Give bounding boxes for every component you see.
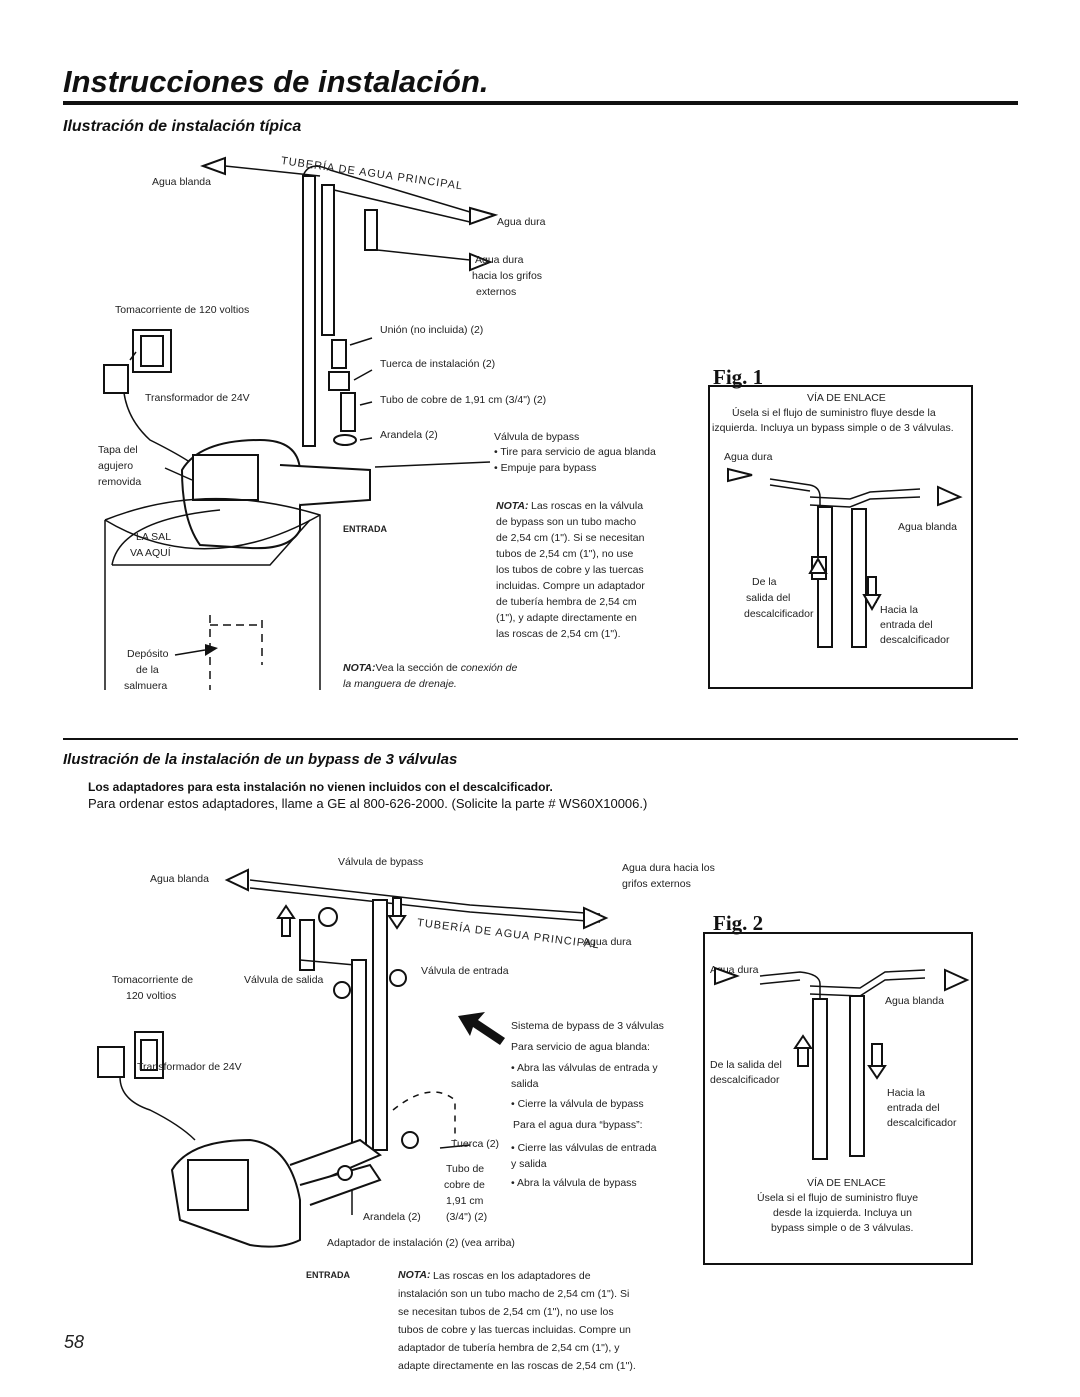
fig2-title: VÍA DE ENLACE [807, 1177, 886, 1189]
tube-label-4: (3/4") (2) [446, 1211, 488, 1223]
note3-label: NOTA: [398, 1269, 431, 1281]
system-label-2: Para servicio de agua blanda: [511, 1041, 650, 1053]
section-rule [63, 738, 1018, 740]
bypass-bullet-2: • Empuje para bypass [494, 462, 597, 474]
hard-taps-label-2a: Agua dura hacia los [622, 862, 715, 874]
fig2-box: Agua dura Agua blanda De la salida del d… [703, 932, 973, 1265]
fig2-desc-1: Úsela si el flujo de suministro fluye [757, 1192, 919, 1204]
fig2-desc-3: bypass simple o de 3 válvulas. [771, 1222, 914, 1234]
note1-label: NOTA: [496, 500, 529, 512]
tube-label-1: Tubo de [446, 1163, 485, 1175]
washer-label: Arandela (2) [380, 429, 438, 441]
brine-label-1: Depósito [127, 648, 169, 660]
section2-title: Ilustración de la instalación de un bypa… [63, 751, 458, 768]
brine-label-2: de la [136, 664, 159, 676]
bypass-valve-label: Válvula de bypass [494, 431, 580, 443]
system-bullet-3: • Cierre las válvulas de entrada y salid… [511, 1142, 657, 1170]
fig2-to-3: descalcificador [887, 1117, 957, 1129]
soft-water-label: Agua blanda [152, 176, 211, 188]
fig1-desc-1: Úsela si el flujo de suministro fluye de… [732, 407, 936, 419]
system-bullet-1: • Abra las válvulas de entrada y salida [511, 1062, 658, 1090]
salt-label-1: LA SAL [136, 531, 172, 543]
hard-water-label: Agua dura [497, 216, 546, 228]
page-number: 58 [64, 1332, 85, 1352]
fig2-from-1: De la salida del [710, 1059, 782, 1071]
system-bullet-4: • Abra la válvula de bypass [511, 1177, 637, 1189]
inlet-label-2: ENTRADA [306, 1270, 350, 1280]
note3-text: Las roscas en los adaptadores de instala… [398, 1270, 636, 1372]
fig2-from-2: descalcificador [710, 1074, 780, 1086]
inlet-label: ENTRADA [343, 524, 387, 534]
hard-water-label-2: Agua dura [583, 936, 632, 948]
note2-label: NOTA: [343, 662, 376, 674]
fig1-desc-2: izquierda. Incluya un bypass simple o de… [712, 422, 954, 434]
fig2-to-1: Hacia la [887, 1087, 925, 1099]
outlet-label: Tomacorriente de 120 voltios [115, 304, 250, 316]
page-title: Instrucciones de instalación. [63, 64, 489, 99]
fig1-from-3: descalcificador [744, 608, 814, 620]
fig1-from-2: salida del [746, 592, 791, 604]
note2: NOTA:Vea la sección de conexión de la ma… [343, 660, 603, 692]
typical-installation-illustration [103, 156, 499, 690]
tube-label-3: 1,91 cm [446, 1195, 484, 1207]
system-label-1: Sistema de bypass de 3 válvulas [511, 1020, 664, 1032]
nut-label: Tuerca de instalación (2) [380, 358, 496, 370]
fig1-hard-label: Agua dura [724, 451, 773, 463]
hole-cap-label-2: agujero [98, 460, 134, 472]
brine-label-3: salmuera [124, 680, 168, 692]
fig1-diagram [727, 467, 963, 648]
bypass-header: Para el agua dura “bypass”: [513, 1119, 643, 1131]
fig2-desc-2: desde la izquierda. Incluya un [773, 1207, 912, 1219]
union-label: Unión (no incluida) (2) [380, 324, 484, 336]
hard-water-taps-label-1: Agua dura [475, 254, 524, 266]
bypass-valve-label-2: Válvula de bypass [338, 856, 424, 868]
system-bullet-2: • Cierre la válvula de bypass [511, 1098, 644, 1110]
outlet-label-2b: 120 voltios [126, 990, 177, 1002]
outlet-label-2a: Tomacorriente de [112, 974, 194, 986]
copper-tube-label: Tubo de cobre de 1,91 cm (3/4") (2) [380, 394, 547, 406]
fig1-box: VÍA DE ENLACE Úsela si el flujo de sumin… [708, 385, 973, 689]
section1-title: Ilustración de instalación típica [63, 118, 302, 135]
note2-text-b: conexión de [460, 662, 518, 674]
fig2-soft-label: Agua blanda [885, 995, 944, 1007]
hole-cap-label-3: removida [98, 476, 142, 488]
adapter-label: Adaptador de instalación (2) (vea arriba… [327, 1237, 515, 1249]
nut-label-2: Tuerca (2) [451, 1138, 500, 1150]
fig2-to-2: entrada del [887, 1102, 940, 1114]
order-info: Para ordenar estos adaptadores, llame a … [88, 796, 648, 811]
transformer-label-2: Transformador de 24V [137, 1061, 242, 1073]
note1-text: Las roscas en la válvula de bypass son u… [496, 500, 645, 640]
fig1-title: VÍA DE ENLACE [807, 392, 886, 404]
fig1-soft-label: Agua blanda [898, 521, 957, 533]
tube-label-2: cobre de [444, 1179, 485, 1191]
bypass-bullet-1: • Tire para servicio de agua blanda [494, 446, 656, 458]
soft-water-label-2: Agua blanda [150, 873, 209, 885]
outlet-valve-label: Válvula de salida [244, 974, 324, 986]
hard-taps-label-2b: grifos externos [622, 878, 691, 890]
fig1-to-3: descalcificador [880, 634, 950, 646]
adapters-notice: Los adaptadores para esta instalación no… [88, 780, 553, 794]
transformer-label: Transformador de 24V [145, 392, 250, 404]
fig2-diagram [714, 966, 970, 1160]
fig1-to-2: entrada del [880, 619, 933, 631]
note2-text-a: Vea la sección de [375, 662, 461, 674]
inlet-valve-label: Válvula de entrada [421, 965, 509, 977]
hard-water-taps-label-3: externos [476, 286, 517, 298]
note2-text-c: la manguera de drenaje. [343, 678, 457, 690]
salt-label-2: VA AQUÍ [130, 547, 171, 559]
header-rule [63, 101, 1018, 105]
fig2-label: Fig. 2 [713, 911, 764, 935]
fig1-from-1: De la [752, 576, 777, 588]
fig1-to-1: Hacia la [880, 604, 918, 616]
hole-cap-label-1: Tapa del [98, 444, 138, 456]
washer-label-2: Arandela (2) [363, 1211, 421, 1223]
hard-water-taps-label-2: hacia los grifos [472, 270, 543, 282]
